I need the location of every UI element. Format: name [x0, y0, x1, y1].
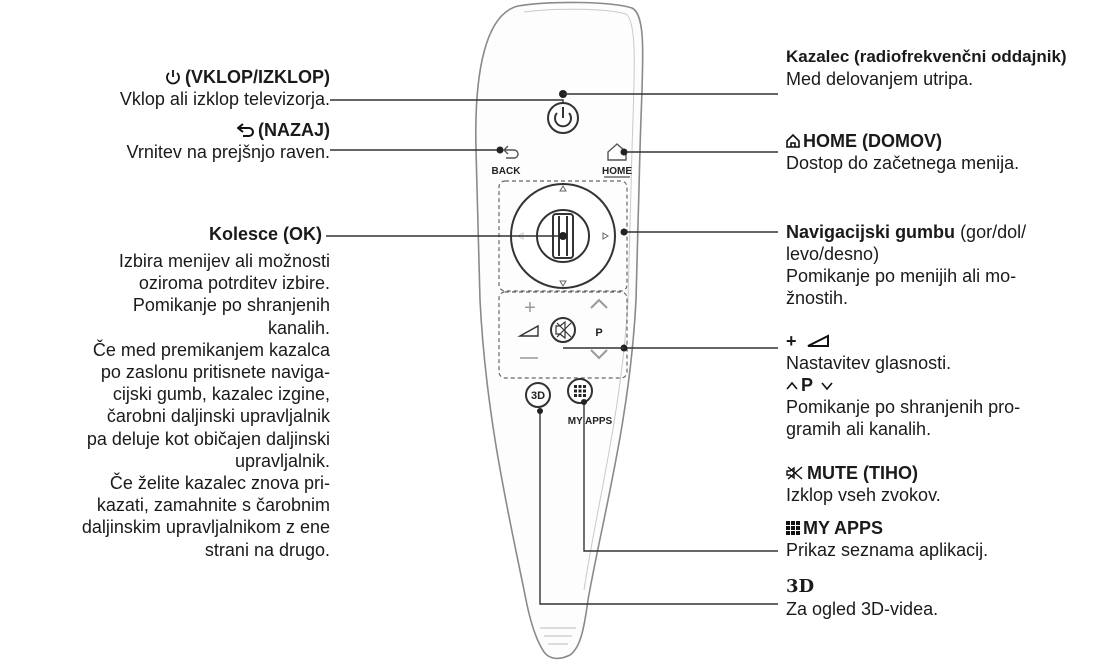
wheel-desc-line: po zaslonu pritisnete naviga-	[100, 362, 330, 383]
nav-line: levo/desno)	[786, 244, 880, 264]
leader-power	[330, 99, 564, 103]
power-icon	[166, 70, 180, 85]
leader-my-apps-dot	[581, 399, 587, 405]
mute-annotation: MUTE (TIHO) Izklop vseh zvokov.	[786, 462, 941, 506]
chevron-down-icon	[821, 382, 833, 391]
program-up-button[interactable]	[590, 298, 608, 309]
mute-button[interactable]	[550, 317, 576, 343]
home-icon	[786, 133, 800, 148]
wheel-title: Kolesce (OK)	[208, 224, 322, 244]
volume-description: Nastavitev glasnosti.	[786, 353, 952, 373]
wheel-desc-line: Če med premikanjem kazalca	[92, 339, 330, 360]
wheel-desc-line: oziroma potrditev izbire.	[138, 273, 330, 294]
wheel-desc-line: strani na drugo.	[204, 539, 330, 560]
back-annotation: (NAZAJ) Vrnitev na prejšnjo raven.	[127, 119, 330, 163]
remote-body-inner	[523, 8, 635, 591]
nav-title-bold: Navigacijski gumbu	[786, 222, 956, 242]
my-apps-title: MY APPS	[786, 517, 988, 539]
three-d-button-label: 3D	[531, 390, 545, 402]
leader-three-d-dot	[537, 408, 543, 414]
nav-annotation: Navigacijski gumbu (gor/dol/ levo/desno)…	[786, 221, 1026, 309]
chevron-up-icon	[786, 381, 798, 390]
volume-annotation: + Nastavitev glasnosti.	[786, 330, 951, 374]
mute-title: MUTE (TIHO)	[786, 462, 941, 484]
nav-up-arrow[interactable]	[559, 185, 567, 192]
three-d-description: Za ogled 3D-videa.	[786, 599, 939, 619]
my-apps-annotation: MY APPS Prikaz seznama aplikacij.	[786, 517, 988, 561]
my-apps-title-text: MY APPS	[803, 518, 884, 538]
home-button-label[interactable]: HOME	[602, 166, 632, 177]
wheel-desc-line: Izbira menijev ali možnosti	[118, 251, 330, 271]
pointer-annotation: Kazalec (radiofrekvenčni oddajnik) Med d…	[786, 46, 1067, 90]
leader-back-dot	[496, 146, 504, 154]
power-title-text: (VKLOP/IZKLOP)	[185, 67, 330, 87]
back-icon	[503, 145, 519, 159]
nav-title-rest: (gor/dol/	[955, 222, 1027, 242]
program-annotation: P Pomikanje po shranjenih pro- gramih al…	[786, 374, 1020, 440]
nav-line: žnostih.	[786, 288, 849, 308]
power-description: Vklop ali izklop televizorja.	[119, 89, 330, 109]
program-title-text: P	[801, 375, 813, 395]
volume-program-dashed-box	[498, 291, 628, 379]
volume-icon	[517, 324, 539, 337]
mute-icon	[786, 466, 803, 480]
leader-wheel-dot	[559, 232, 567, 240]
back-button-label[interactable]: BACK	[492, 166, 522, 177]
wheel-desc-line: Pomikanje po shranjenih	[132, 295, 330, 316]
back-arrow-icon	[236, 123, 254, 137]
wheel-description: Izbira menijev ali možnosti oziroma potr…	[82, 250, 330, 561]
back-title: (NAZAJ)	[127, 119, 330, 141]
pointer-title: Kazalec (radiofrekvenčni oddajnik)	[786, 47, 1067, 66]
wheel-desc-line: pa deluje kot običajen daljinski	[86, 428, 330, 449]
wheel-desc-line: kanalih.	[267, 317, 330, 338]
leader-three-d	[539, 411, 778, 605]
volume-icon	[807, 334, 829, 347]
my-apps-button-label: MY APPS	[568, 416, 613, 427]
nav-line: Pomikanje po menijih ali mo-	[786, 266, 1017, 286]
mute-title-text: MUTE (TIHO)	[807, 463, 918, 483]
home-title-text: HOME (DOMOV)	[803, 131, 942, 151]
three-d-title: 3D	[786, 576, 815, 597]
wheel-desc-line: cijski gumb, kazalec izgine,	[112, 384, 330, 405]
my-apps-icon	[574, 385, 586, 397]
nav-right-arrow[interactable]	[602, 232, 609, 240]
my-apps-description: Prikaz seznama aplikacij.	[786, 540, 989, 560]
home-title: HOME (DOMOV)	[786, 130, 1019, 152]
power-icon	[554, 112, 572, 128]
program-p-label: P	[595, 327, 602, 339]
wheel-annotation: Kolesce (OK)	[209, 223, 322, 245]
wheel-desc-line: Če želite kazalec znova pri-	[109, 473, 330, 494]
nav-down-arrow[interactable]	[559, 280, 567, 287]
program-line: Pomikanje po shranjenih pro-	[786, 397, 1021, 417]
wheel-desc-line: kazati, zamahnite s čarobnim	[96, 495, 330, 516]
program-title: P	[786, 374, 1020, 396]
program-line: gramih ali kanalih.	[786, 419, 932, 439]
nav-title: Navigacijski gumbu (gor/dol/	[786, 221, 1026, 243]
wheel-desc-line: upravljalnik.	[234, 450, 330, 471]
wheel-desc-line: čarobni daljinski upravljalnik	[106, 406, 330, 427]
volume-title-text: +	[786, 331, 797, 351]
home-description: Dostop do začetnega menija.	[786, 153, 1020, 173]
three-d-button[interactable]	[525, 382, 551, 408]
home-annotation: HOME (DOMOV) Dostop do začetnega menija.	[786, 130, 1019, 174]
home-icon	[607, 143, 627, 161]
leader-home-dot	[620, 148, 628, 156]
leader-nav-dot	[620, 228, 628, 236]
leader-my-apps	[583, 402, 778, 552]
pointer-description: Med delovanjem utripa.	[786, 69, 974, 89]
mute-description: Izklop vseh zvokov.	[786, 485, 941, 505]
volume-up-button[interactable]: +	[524, 297, 536, 319]
power-annotation: (VKLOP/IZKLOP) Vklop ali izklop televizo…	[120, 66, 330, 110]
three-d-annotation: 3D Za ogled 3D-videa.	[786, 576, 938, 620]
volume-title: +	[786, 330, 951, 352]
power-title: (VKLOP/IZKLOP)	[120, 66, 330, 88]
back-title-text: (NAZAJ)	[258, 120, 330, 140]
back-description: Vrnitev na prejšnjo raven.	[126, 142, 330, 162]
program-down-button[interactable]	[590, 349, 608, 360]
mute-icon	[555, 320, 572, 340]
wheel-desc-line: daljinskim upravljalnikom z ene	[81, 517, 330, 538]
my-apps-icon	[786, 521, 800, 535]
